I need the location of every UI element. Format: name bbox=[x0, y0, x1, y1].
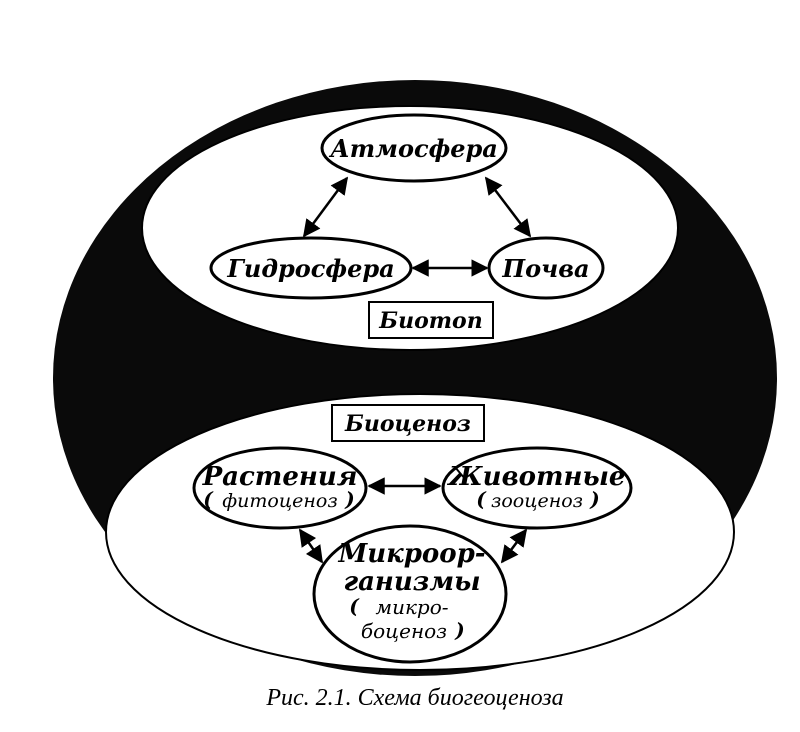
atmosphere-node: Атмосфера bbox=[320, 113, 508, 183]
microorganisms-sub-label-line2: боценоз bbox=[361, 619, 447, 643]
plants-label: Растения bbox=[202, 462, 358, 492]
arrow-plants-microorganisms bbox=[298, 528, 324, 564]
soil-label: Почва bbox=[501, 254, 589, 283]
arrow-atmosphere-soil bbox=[484, 176, 532, 238]
arrow-animals-microorganisms bbox=[500, 528, 528, 564]
microorganisms-label-line2: ганизмы bbox=[343, 567, 480, 597]
arrow-atmosphere-hydrosphere bbox=[302, 176, 349, 238]
figure-caption: Рис. 2.1. Схема биогеоценоза bbox=[265, 685, 563, 711]
atmosphere-label: Атмосфера bbox=[328, 134, 498, 163]
plants-sub-close-paren: ) bbox=[344, 487, 354, 511]
biocenosis-label: Биоценоз bbox=[344, 411, 471, 437]
microorganisms-sub-label-line1: микро- bbox=[375, 595, 448, 619]
microorganisms-node: Микроор- ганизмы ( микро- боценоз ) bbox=[312, 524, 508, 664]
microorganisms-sub-open-paren: ( bbox=[349, 594, 360, 618]
hydrosphere-label: Гидросфера bbox=[226, 254, 394, 283]
biotope-label-box: Биотоп bbox=[368, 301, 494, 339]
plants-node: Растения ( фитоценоз ) bbox=[192, 446, 368, 530]
biocenosis-label-box: Биоценоз bbox=[331, 404, 485, 442]
biotope-label: Биотоп bbox=[378, 308, 482, 334]
animals-sub-close-paren: ) bbox=[589, 487, 599, 511]
plants-sub-open-paren: ( bbox=[203, 487, 214, 511]
plants-sub-label: фитоценоз bbox=[222, 490, 337, 512]
animals-label: Животные bbox=[447, 462, 626, 492]
animals-sub-open-paren: ( bbox=[476, 487, 487, 511]
microorganisms-label-line1: Микроор- bbox=[337, 539, 485, 569]
animals-sub-label: зооценоз bbox=[491, 490, 583, 512]
soil-node: Почва bbox=[487, 236, 605, 300]
animals-node: Животные ( зооценоз ) bbox=[441, 446, 633, 530]
hydrosphere-node: Гидросфера bbox=[209, 236, 413, 300]
microorganisms-sub-close-paren: ) bbox=[454, 618, 464, 642]
